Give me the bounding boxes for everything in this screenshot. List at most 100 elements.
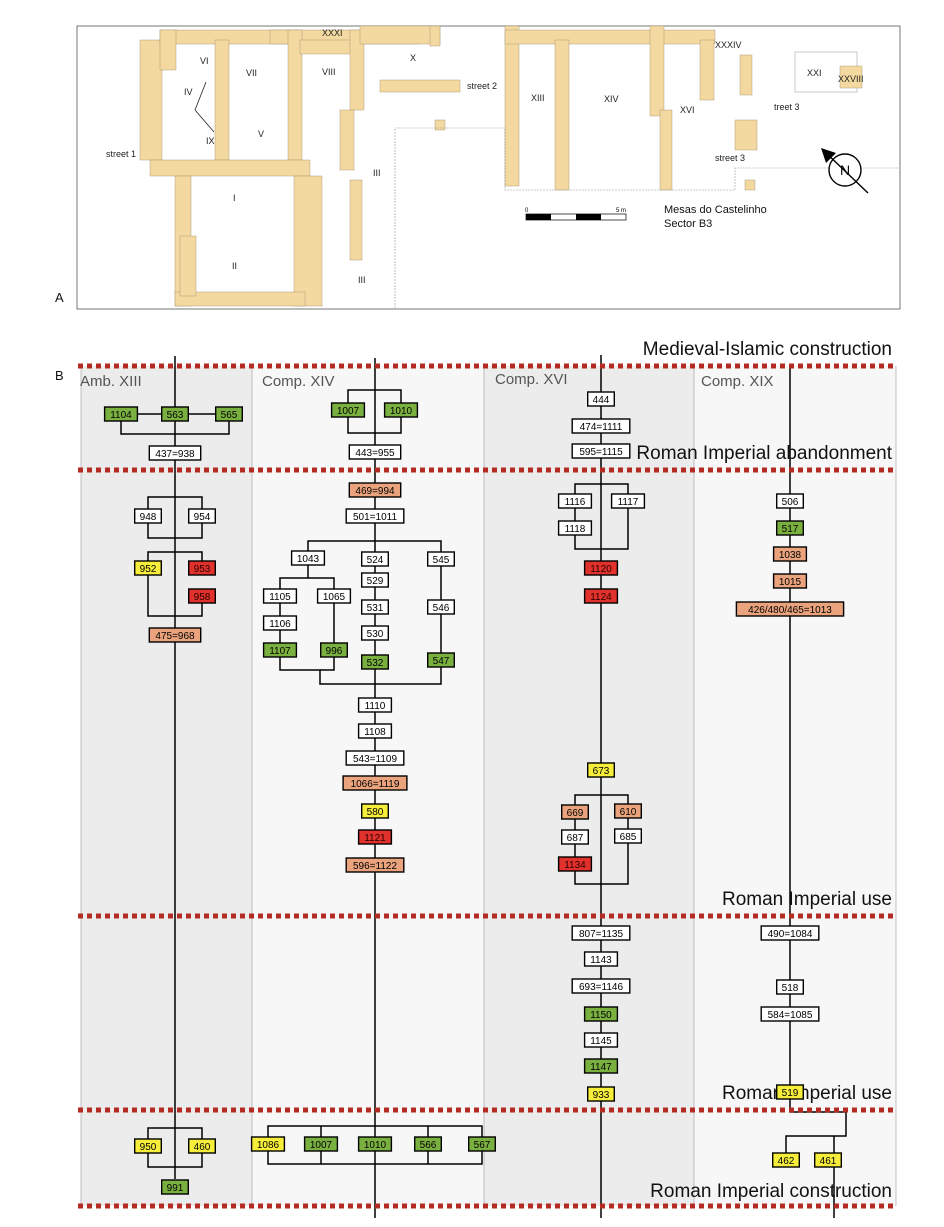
unit-label: 543=1109 — [353, 754, 397, 765]
unit-node: 1124 — [583, 588, 619, 604]
plan-room-labels: XXXI VI VII VIII X IV IX V I II III III … — [106, 28, 864, 285]
unit-box — [571, 978, 631, 994]
room-label: III — [358, 275, 366, 285]
unit-label: 518 — [782, 983, 799, 994]
unit-box — [357, 723, 393, 739]
unit-node: 950 — [133, 1138, 162, 1154]
unit-box — [348, 444, 402, 460]
unit-node: 1107 — [262, 642, 298, 658]
unit-box — [557, 493, 593, 509]
unit-label: 1117 — [618, 497, 639, 508]
sector-name: Sector B3 — [664, 218, 712, 230]
scale-bar: 0 5 m — [525, 208, 627, 221]
room-label: VI — [200, 56, 209, 66]
unit-box — [583, 588, 619, 604]
unit-box — [561, 829, 590, 845]
unit-label: 595=1115 — [579, 447, 623, 458]
phase-labels: Medieval-Islamic construction Roman Impe… — [636, 339, 892, 1202]
unit-box — [557, 856, 593, 872]
room-label: XVI — [680, 105, 695, 115]
room-label: II — [232, 261, 237, 271]
unit-node: 444 — [587, 391, 616, 407]
unit-node: 1120 — [583, 560, 619, 576]
site-name: Mesas do Castelinho — [664, 204, 767, 216]
unit-node: 490=1084 — [760, 925, 820, 941]
unit-node: 543=1109 — [345, 750, 405, 766]
unit-box — [772, 573, 808, 589]
room-label: X — [410, 53, 416, 63]
unit-label: 596=1122 — [353, 861, 397, 872]
unit-label: 1065 — [323, 592, 346, 603]
unit-node: 524 — [361, 551, 390, 567]
unit-box — [735, 601, 845, 617]
unit-label: 524 — [367, 555, 384, 566]
unit-node: 567 — [468, 1136, 497, 1152]
column-bg-amb-xiii — [81, 366, 252, 1206]
unit-label: 954 — [194, 512, 211, 523]
phase-label: Roman Imperial use — [722, 1083, 892, 1104]
unit-node: 532 — [361, 654, 390, 670]
room-label: XXI — [807, 68, 822, 78]
unit-node: 1145 — [583, 1032, 619, 1048]
unit-node: 953 — [187, 560, 216, 576]
unit-node: 1106 — [262, 615, 298, 631]
unit-box — [214, 406, 243, 422]
unit-box — [760, 1006, 820, 1022]
unit-box — [776, 520, 805, 536]
unit-label: 1038 — [779, 550, 802, 561]
column-header-comp-xix: Comp. XIX — [701, 373, 774, 390]
unit-node: 565 — [214, 406, 243, 422]
unit-box — [330, 402, 366, 418]
unit-box — [583, 1006, 619, 1022]
unit-box — [342, 775, 408, 791]
unit-label: 1143 — [590, 955, 612, 966]
unit-box — [357, 697, 393, 713]
unit-label: 501=1011 — [353, 512, 397, 523]
unit-label: 469=994 — [355, 486, 395, 497]
phase-dividers — [78, 363, 897, 1209]
unit-node: 991 — [160, 1179, 189, 1195]
unit-box — [414, 1136, 443, 1152]
unit-node: 610 — [614, 803, 643, 819]
unit-node: 475=968 — [148, 627, 202, 643]
unit-label: 807=1135 — [579, 929, 623, 940]
unit-box — [316, 588, 352, 604]
unit-node: 1108 — [357, 723, 393, 739]
unit-node: 1043 — [290, 550, 326, 566]
unit-node: 437=938 — [148, 445, 202, 461]
unit-box — [561, 804, 590, 820]
unit-node: 595=1115 — [571, 443, 631, 459]
unit-box — [361, 599, 390, 615]
unit-box — [361, 625, 390, 641]
room-label: V — [258, 129, 264, 139]
unit-node: 546 — [427, 599, 456, 615]
street-label: street 2 — [467, 81, 497, 91]
unit-label: 426/480/465=1013 — [748, 605, 832, 616]
unit-box — [571, 925, 631, 941]
phase-label: Roman Imperial construction — [650, 1181, 892, 1202]
unit-box — [187, 560, 216, 576]
unit-box — [262, 615, 298, 631]
unit-box — [320, 642, 349, 658]
unit-label: 1086 — [257, 1140, 280, 1151]
unit-box — [587, 1086, 616, 1102]
unit-label: 531 — [367, 603, 384, 614]
unit-label: 437=938 — [155, 449, 195, 460]
room-label: I — [233, 193, 236, 203]
unit-node: 1007 — [330, 402, 366, 418]
unit-box — [427, 551, 456, 567]
unit-node: 1105 — [262, 588, 298, 604]
panel-b-label: B — [55, 368, 64, 383]
unit-node: 807=1135 — [571, 925, 631, 941]
unit-label: 1116 — [565, 497, 586, 508]
unit-box — [776, 979, 805, 995]
unit-label: 996 — [326, 646, 343, 657]
unit-box — [133, 560, 162, 576]
unit-label: 958 — [194, 592, 211, 603]
room-label: VIII — [322, 67, 336, 77]
unit-label: 933 — [593, 1090, 610, 1101]
unit-box — [583, 1032, 619, 1048]
unit-box — [427, 652, 456, 668]
unit-box — [262, 642, 298, 658]
